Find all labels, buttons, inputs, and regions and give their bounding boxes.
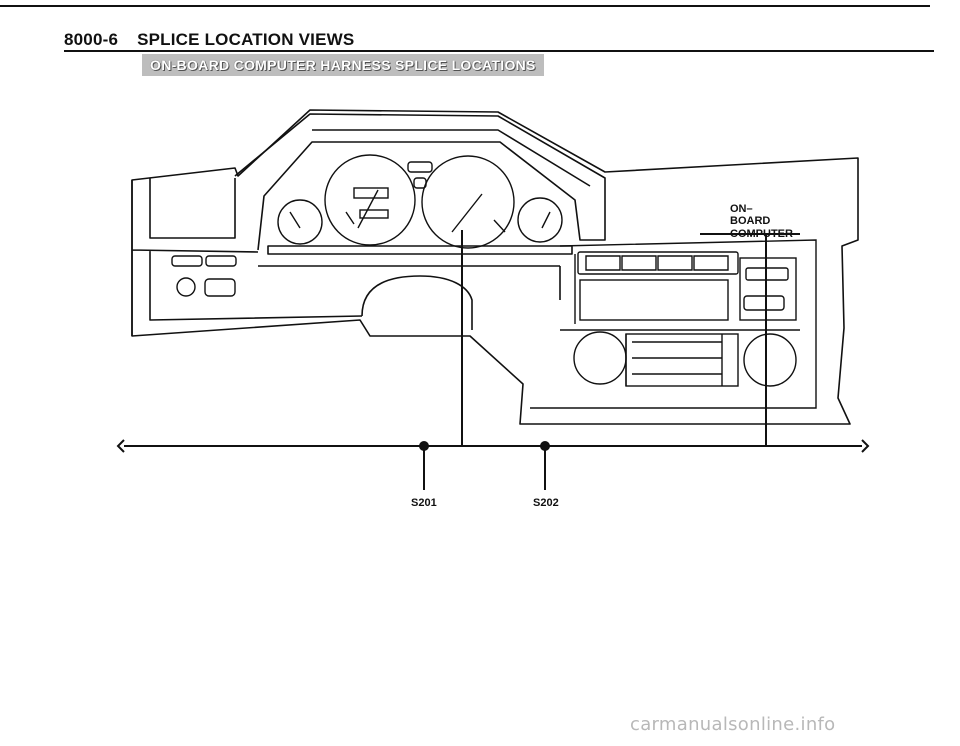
splice-s202-dot	[540, 441, 550, 451]
cluster-frame	[267, 245, 573, 255]
cluster-hood	[234, 113, 606, 251]
left-knob	[176, 277, 196, 297]
warning-lamp	[407, 161, 433, 173]
console-surround	[530, 239, 817, 409]
switch-block-2	[205, 255, 237, 267]
right-vent	[743, 333, 797, 387]
radio-buttons	[585, 255, 729, 271]
left-button	[204, 278, 236, 297]
left-panel	[131, 178, 363, 336]
section-banner: ON-BOARD COMPUTER HARNESS SPLICE LOCATIO…	[142, 54, 544, 76]
on-board-computer-unit	[739, 257, 797, 321]
harness-break-right	[861, 439, 870, 453]
climate-sliders	[625, 334, 723, 386]
dashboard-outline	[131, 109, 859, 425]
component-label-line-1: ON–	[730, 203, 753, 215]
radio-face	[579, 279, 729, 321]
splice-label-s201: S201	[411, 497, 437, 509]
watermark: carmanualsonline.info	[630, 714, 836, 735]
component-label-line-3: COMPUTER	[730, 228, 793, 240]
page-title: SPLICE LOCATION VIEWS	[137, 30, 355, 49]
page-number: 8000-6	[64, 30, 119, 49]
radio-top	[577, 251, 739, 275]
obc-buttons	[743, 295, 785, 311]
gauge-needles	[289, 189, 551, 233]
fuel-gauge	[277, 199, 323, 245]
left-vent	[573, 331, 627, 385]
warning-lamp-2	[413, 177, 427, 189]
temp-gauge	[517, 197, 563, 243]
speedo-gauge	[421, 155, 515, 249]
splice-label-s202: S202	[533, 497, 559, 509]
harness-break-left	[116, 439, 125, 453]
top-rule	[0, 5, 930, 7]
center-tunnel	[258, 265, 561, 330]
cluster-hood-inner	[312, 129, 591, 187]
page-header: 8000-6 SPLICE LOCATION VIEWS	[64, 30, 354, 50]
tach-gauge	[324, 154, 416, 246]
component-label-line-2: BOARD	[730, 215, 770, 227]
odometer-display	[353, 187, 389, 199]
switch-block	[171, 255, 203, 267]
trip-display	[359, 209, 389, 219]
header-rule	[64, 50, 934, 52]
splice-s201-dot	[419, 441, 429, 451]
